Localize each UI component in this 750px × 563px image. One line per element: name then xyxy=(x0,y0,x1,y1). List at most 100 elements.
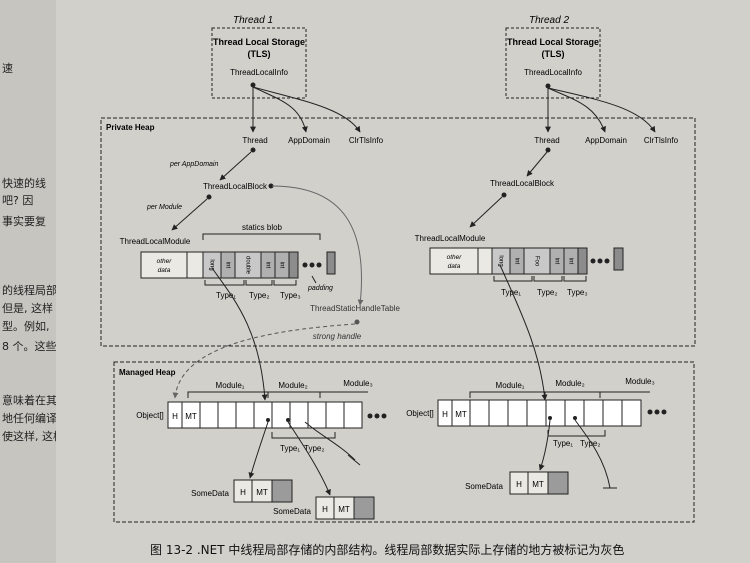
more-dot-right-3 xyxy=(604,258,610,264)
thread-dot-left xyxy=(250,147,256,153)
padding-cell-right xyxy=(577,247,588,275)
module1-label-left: Module₁ xyxy=(216,381,245,390)
type1-label-right: Type₁ xyxy=(501,288,521,297)
padding-cell-left xyxy=(288,251,299,279)
type3-label-right: Type₃ xyxy=(567,288,588,297)
obj-more-left-2 xyxy=(374,413,380,419)
more-dot-left-2 xyxy=(309,262,315,268)
padding-label: padding xyxy=(307,285,333,292)
statics-left-cell-label: long xyxy=(208,259,214,270)
tlb-dot2-left xyxy=(206,194,212,200)
module1-label-right: Module₁ xyxy=(496,381,525,390)
statics-left-cell-label: int xyxy=(264,262,270,269)
object-array-left-slot xyxy=(271,401,291,429)
thread2-title: Thread 2 xyxy=(529,15,569,26)
null-ref-left xyxy=(304,421,356,461)
thread1-tls-dot xyxy=(250,82,256,88)
somedata-field-left-1 xyxy=(271,479,293,503)
somedata-label-left-1: SomeData xyxy=(191,489,229,498)
object-array-left-slot xyxy=(289,401,309,429)
margin-text-line: 意味着在其中 xyxy=(2,394,56,407)
module3-bracket-right xyxy=(599,391,650,398)
obj-more-left-3 xyxy=(381,413,387,419)
other-label-left: other xyxy=(157,258,173,265)
module2-label-right: Module₂ xyxy=(555,379,584,388)
h-label-left: H xyxy=(172,412,178,421)
object-array-label-left: Object[] xyxy=(136,411,164,420)
somedata-field-left-2 xyxy=(353,496,375,520)
type3-bracket-left xyxy=(273,280,297,286)
somedata-label-left-2: SomeData xyxy=(273,507,311,516)
other-data-cell-right xyxy=(429,247,479,275)
thread1-tls-box xyxy=(211,27,307,99)
tlm-label-left: ThreadLocalModule xyxy=(120,237,191,246)
module1-bracket-right xyxy=(469,391,546,398)
type1-bracket-managed-right xyxy=(547,430,578,437)
more-dot-left-3 xyxy=(316,262,322,268)
statics-blob-label: statics blob xyxy=(242,223,283,232)
margin-text-line: 吧? 因 xyxy=(2,194,34,207)
somedata-h-label-left-2: H xyxy=(322,505,328,514)
more-dot-left-1 xyxy=(302,262,308,268)
arrow-tls2-clrtlsinfo xyxy=(547,87,656,133)
module3-label-right: Module₃ xyxy=(625,377,655,386)
arrow-tls2-appdomain xyxy=(547,87,606,133)
null-ref-right xyxy=(574,419,611,489)
module3-bracket-left xyxy=(319,391,368,398)
margin-text-line: 但是, 这样 xyxy=(2,302,53,315)
object-array-left-slot xyxy=(199,401,219,429)
end-cell-left xyxy=(326,251,336,275)
thread2-tls-line2: (TLS) xyxy=(542,49,565,59)
object-array-left-slot xyxy=(253,401,273,429)
object-array-right-slot xyxy=(526,399,547,427)
strong-handle-arrow xyxy=(172,323,356,399)
strong-handle-label: strong handle xyxy=(313,332,362,341)
type1-managed-left: Type₁ xyxy=(280,444,300,453)
left-page-margin xyxy=(0,0,56,563)
arrow-tlb-handletable xyxy=(271,185,364,306)
margin-text-line: 8 个。这些 xyxy=(2,340,56,353)
private-heap-box xyxy=(100,117,696,347)
type2-managed-left: Type₂ xyxy=(304,444,324,453)
margin-text-line: 的线程局部 xyxy=(2,284,56,297)
type2-bracket-right xyxy=(533,276,563,282)
padding-pointer xyxy=(311,275,317,284)
statics-left-cell-label: int xyxy=(278,262,284,269)
somedata-h-label-left-1: H xyxy=(240,488,246,497)
null-ref-left-end xyxy=(347,454,361,466)
figure-caption: 图 13-2 .NET 中线程局部存储的内部结构。线程局部数据实际上存储的地方被… xyxy=(150,543,625,557)
object-array-label-right: Object[] xyxy=(406,409,434,418)
tlb-dot-left xyxy=(268,183,274,189)
object-array-right-slot xyxy=(469,399,490,427)
somedata-field-right xyxy=(547,471,569,495)
type1-bracket-right xyxy=(493,276,533,282)
object-array-right-slot xyxy=(602,399,623,427)
margin-text-line: 型。例如, xyxy=(2,320,50,333)
thread-label-right: Thread xyxy=(534,136,559,145)
somedata-label-right: SomeData xyxy=(465,482,503,491)
arrow-somedata-left-1 xyxy=(248,421,269,479)
margin-text-line: 快速的线 xyxy=(2,177,46,190)
data-label-right: data xyxy=(448,263,461,270)
somedata-mt-label-right: MT xyxy=(532,480,544,489)
type1-managed-right: Type₁ xyxy=(553,439,573,448)
arrow-blob-managed-right xyxy=(499,264,548,401)
arrow-tlb-tlm-right xyxy=(469,196,503,228)
module2-label-left: Module₂ xyxy=(278,381,307,390)
type3-label-left: Type₃ xyxy=(280,291,301,300)
module3-label-left: Module₃ xyxy=(343,379,373,388)
more-dot-right-1 xyxy=(590,258,596,264)
arrow-tls1-clrtlsinfo xyxy=(252,86,361,133)
object-array-right-slot xyxy=(488,399,509,427)
per-module-label: per Module xyxy=(146,204,182,211)
arrow-somedata-right xyxy=(538,419,551,471)
statics-right-cell-label: long xyxy=(497,255,503,266)
clrtlsinfo-label-right: ClrTlsInfo xyxy=(644,136,679,145)
thread1-tls-line1: Thread Local Storage xyxy=(213,37,305,47)
obj-more-right-3 xyxy=(661,409,667,415)
handle-table-dot xyxy=(354,319,360,325)
tlm-label-right: ThreadLocalModule xyxy=(415,234,486,243)
type3-bracket-right xyxy=(563,276,587,282)
statics-left-cell xyxy=(234,251,262,279)
